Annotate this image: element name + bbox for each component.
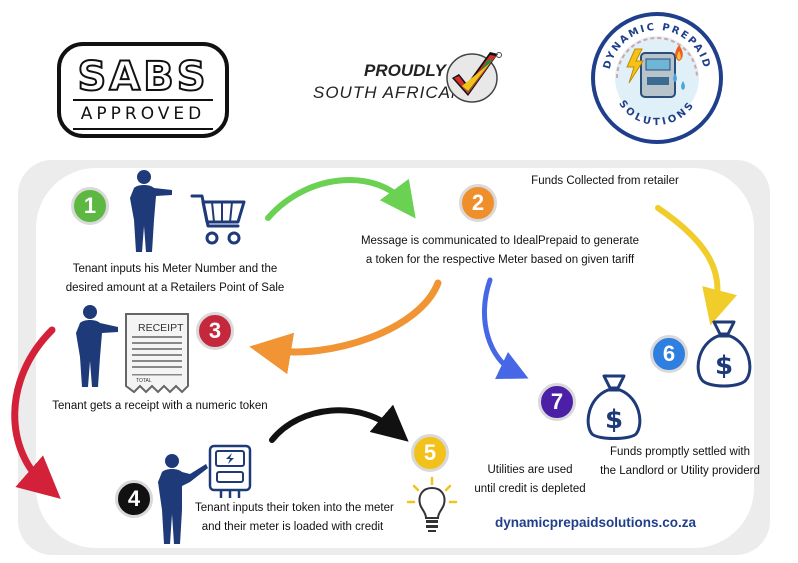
arrow-step6-to-funds	[655, 205, 737, 326]
person-icon	[76, 305, 118, 387]
step-2-caption: Message is communicated to IdealPrepaid …	[360, 232, 640, 270]
step-number: 5	[423, 440, 437, 465]
arrow-step2-to-step3	[249, 279, 442, 375]
sabs-logo-rule	[73, 99, 213, 101]
step-4-caption: Tenant inputs their token into the meter…	[195, 499, 394, 537]
caption-line: a token for the respective Meter based o…	[365, 254, 635, 266]
caption-line: the Landlord or Utility providerd	[600, 465, 760, 477]
receipt-title: RECEIPT	[138, 322, 184, 334]
sabs-logo-word: SABS	[76, 53, 209, 101]
sabs-logo-sub: APPROVED	[80, 104, 206, 124]
caption-line: Tenant inputs his Meter Number and the	[72, 263, 278, 275]
svg-text:$: $	[715, 351, 733, 381]
step-6-caption: Funds Collected from retailer	[525, 172, 685, 191]
caption-line: Funds Collected from retailer	[531, 175, 679, 187]
caption-line: Message is communicated to IdealPrepaid …	[360, 235, 640, 247]
caption-line: Funds promptly settled with	[610, 446, 750, 458]
step-3-caption: Tenant gets a receipt with a numeric tok…	[45, 397, 275, 416]
step-5-caption: Utilities are used until credit is deple…	[470, 461, 590, 499]
step-7-badge: 7	[538, 383, 576, 421]
step-7-caption: Funds promptly settled with the Landlord…	[595, 443, 765, 481]
shopping-cart-icon	[190, 194, 246, 245]
caption-line: Tenant gets a receipt with a numeric tok…	[52, 400, 268, 412]
receipt-icon	[125, 313, 189, 394]
arrow-step1-to-step2	[265, 177, 416, 221]
sabs-approved-logo: SABS APPROVED	[57, 42, 229, 138]
person-icon	[158, 454, 208, 544]
prepaid-meter-icon	[208, 444, 252, 498]
step-2-badge: 2	[459, 184, 497, 222]
proudly-sa-subword: SOUTH AFRICAN	[313, 83, 465, 102]
arrow-step2-to-step7	[481, 277, 529, 380]
svg-text:$: $	[605, 405, 623, 435]
receipt-total-label: TOTAL	[136, 378, 152, 384]
arrow-step3-to-step4	[11, 326, 61, 499]
step-number: 1	[83, 193, 97, 218]
caption-line: Tenant inputs their token into the meter	[195, 502, 394, 514]
dynamic-prepaid-solutions-logo: DYNAMIC PREPAID SOLUTIONS	[591, 12, 723, 144]
step-number: 7	[550, 389, 564, 414]
step-3-badge: 3	[196, 312, 234, 350]
step-5-badge: 5	[411, 434, 449, 472]
caption-line: desired amount at a Retailers Point of S…	[65, 282, 285, 294]
person-icon	[130, 170, 172, 252]
light-bulb-icon	[406, 476, 458, 532]
caption-line: until credit is depleted	[474, 483, 586, 495]
arrow-step4-to-step5	[269, 404, 409, 443]
step-1-caption: Tenant inputs his Meter Number and the d…	[65, 260, 285, 298]
caption-line: and their meter is loaded with credit	[201, 521, 384, 533]
proudly-sa-check-icon	[446, 52, 502, 103]
step-number: 3	[208, 318, 222, 343]
money-bag-icon: $	[586, 374, 642, 440]
step-number: 6	[662, 341, 676, 366]
sabs-logo-rule	[73, 128, 213, 130]
proudly-sa-word: PROUDLY	[364, 61, 446, 80]
money-bag-icon: $	[696, 320, 752, 388]
step-6-badge: 6	[650, 335, 688, 373]
step-1-badge: 1	[71, 187, 109, 225]
step-number: 2	[471, 190, 485, 215]
step-number: 4	[127, 486, 141, 511]
caption-line: Utilities are used	[487, 464, 573, 476]
step-4-badge: 4	[115, 480, 153, 518]
website-link[interactable]: dynamicprepaidsolutions.co.za	[495, 515, 697, 530]
